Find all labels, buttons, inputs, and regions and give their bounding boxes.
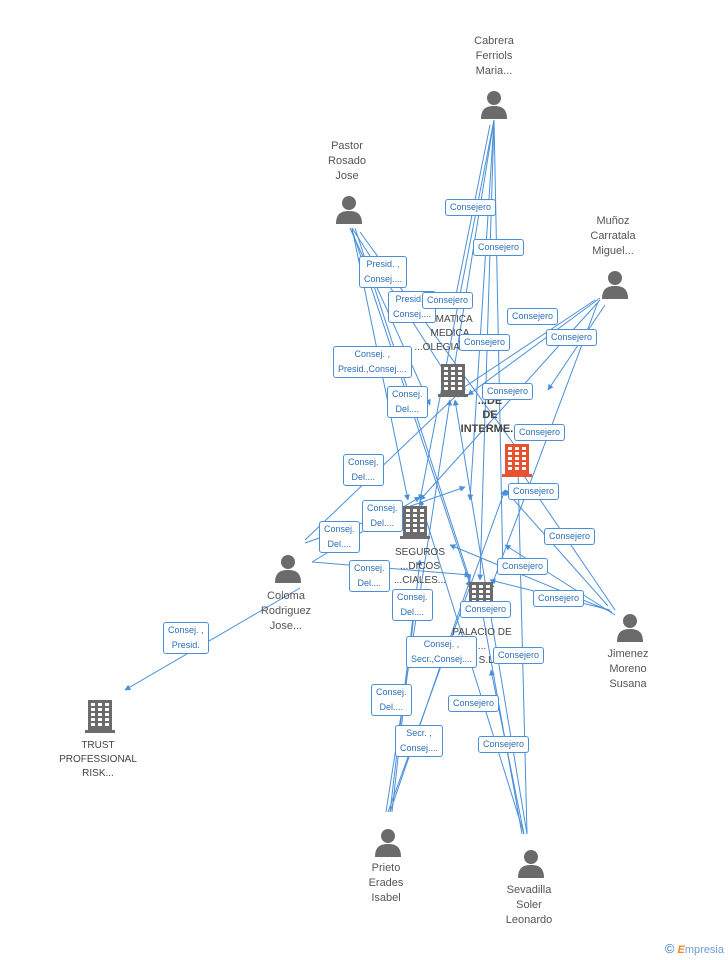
edge-label[interactable]: Consejero	[448, 695, 500, 712]
person-icon[interactable]	[479, 89, 509, 119]
edge-label[interactable]: Consejero	[507, 308, 559, 325]
edge-line	[479, 609, 523, 835]
person-icon[interactable]	[600, 269, 630, 299]
person-icon[interactable]	[615, 612, 645, 642]
edge-label[interactable]: Consej. Del....	[343, 454, 384, 486]
edge-label[interactable]: Consej. , Presid.,Consej....	[333, 346, 412, 378]
person-icon[interactable]	[273, 553, 303, 583]
edge-line	[447, 119, 495, 395]
edge-label[interactable]: Consejero	[478, 736, 530, 753]
edge-label[interactable]: Consej. Del....	[349, 560, 390, 592]
edge-label[interactable]: Presid. , Consej....	[359, 256, 408, 288]
building-icon[interactable]	[85, 699, 115, 733]
edge-label[interactable]: Consej. , Presid.	[163, 622, 209, 654]
person-label[interactable]: Cabrera Ferriols Maria...	[474, 35, 514, 77]
edge-label[interactable]: Consejero	[493, 647, 545, 664]
person-label[interactable]: Muñoz Carratala Miguel...	[590, 215, 636, 257]
edge-line	[459, 299, 596, 391]
edge-line	[489, 301, 599, 591]
building-icon[interactable]	[438, 363, 468, 397]
building-icon[interactable]	[502, 443, 532, 477]
edge-line	[124, 587, 301, 691]
edge-label[interactable]: Consejero	[533, 590, 585, 607]
edge-label[interactable]: Consejero	[514, 424, 566, 441]
company-label[interactable]: TRUST PROFESSIONAL RISK...	[59, 740, 137, 779]
edge-label[interactable]: Consejero	[508, 483, 560, 500]
edge-line	[467, 297, 601, 396]
edge-label[interactable]: Consej. Del....	[362, 500, 403, 532]
edge-label[interactable]: Consejero	[497, 558, 549, 575]
building-icon[interactable]	[400, 505, 430, 539]
edge-label[interactable]: Consejero	[544, 528, 596, 545]
edge-label[interactable]: Consej. Del....	[392, 589, 433, 621]
edge-label[interactable]: Consej. Del....	[371, 684, 412, 716]
person-label[interactable]: Sevadilla Soler Leonardo	[505, 884, 553, 926]
person-label[interactable]: Prieto Erades Isabel	[368, 862, 404, 904]
person-label[interactable]: Jimenez Moreno Susana	[607, 648, 649, 690]
edge-line	[449, 544, 613, 613]
brand-initial: E	[677, 944, 685, 956]
edge-line	[547, 304, 606, 391]
edge-label[interactable]: Consejero	[482, 383, 534, 400]
edge-line	[504, 489, 609, 607]
edge-label[interactable]: Consejero	[445, 199, 497, 216]
edge-label[interactable]: Consejero	[422, 292, 474, 309]
person-label[interactable]: Pastor Rosado Jose	[328, 140, 366, 182]
empresia-logo[interactable]: © Empresia	[665, 941, 724, 956]
edge-label[interactable]: Consejero	[459, 334, 511, 351]
edge-line	[311, 561, 471, 578]
copyright-icon: ©	[664, 941, 675, 956]
person-icon[interactable]	[516, 848, 546, 878]
edge-label[interactable]: Consej. Del....	[319, 521, 360, 553]
edge-line	[418, 119, 495, 501]
edge-line	[504, 544, 616, 616]
edge-label[interactable]: Consej. , Secr.,Consej....	[406, 636, 478, 668]
person-icon[interactable]	[334, 194, 364, 224]
company-label[interactable]: SEGUROS ...DICOS ...CIALES...	[393, 547, 447, 586]
edge-line	[467, 119, 495, 501]
person-icon[interactable]	[373, 827, 403, 857]
edge-label[interactable]: Consejero	[460, 601, 512, 618]
person-label[interactable]: Coloma Rodriguez Jose...	[260, 590, 312, 632]
edge-label[interactable]: Consejero	[546, 329, 598, 346]
edge-label[interactable]: Consejero	[473, 239, 525, 256]
edge-label[interactable]: Secr. , Consej....	[395, 725, 444, 757]
edge-label[interactable]: Consej. Del....	[387, 386, 428, 418]
brand-name: mpresia	[684, 944, 724, 956]
